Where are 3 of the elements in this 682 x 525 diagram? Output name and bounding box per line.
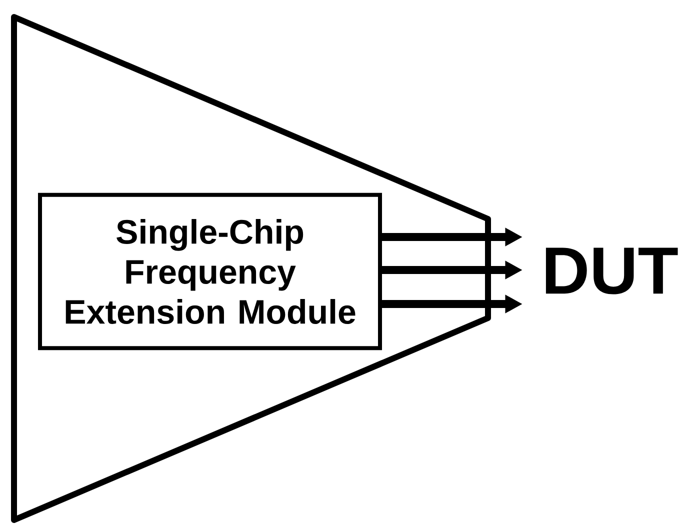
module-box: Single-Chip Frequency Extension Module (38, 192, 382, 350)
trapezoid-outline (11, 14, 491, 523)
device-label: DUT (546, 248, 678, 294)
